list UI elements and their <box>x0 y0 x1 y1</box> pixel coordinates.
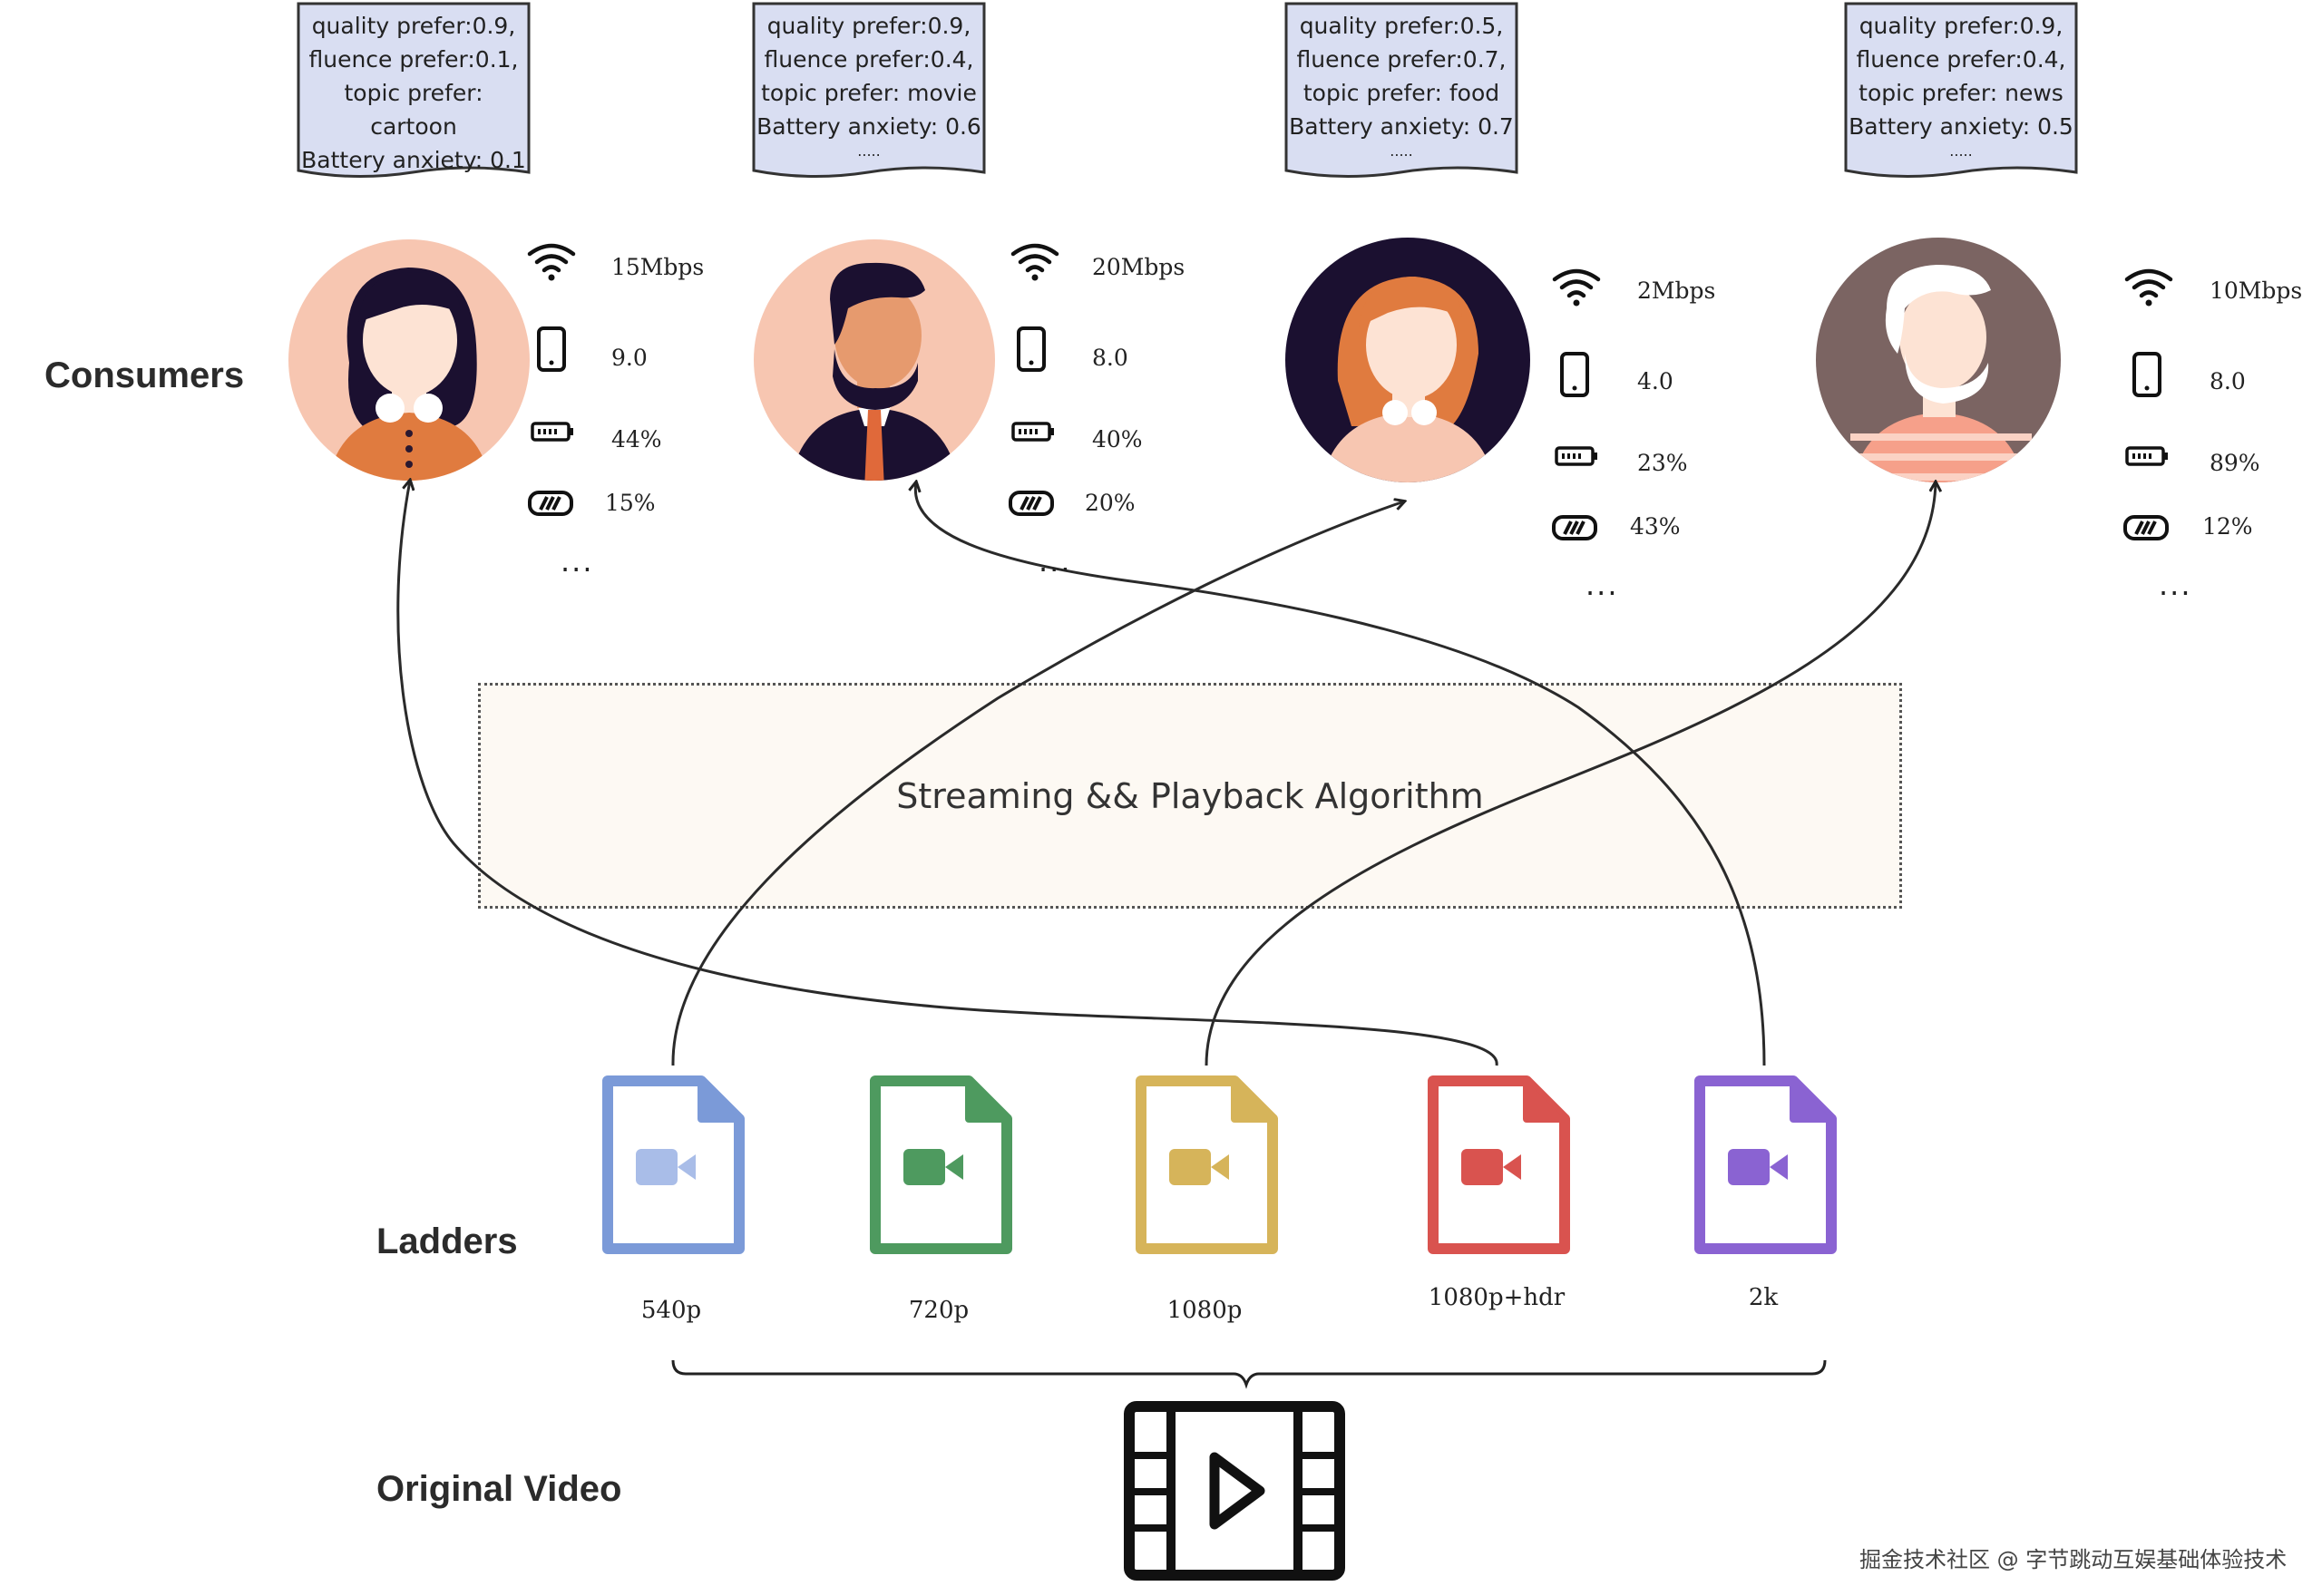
device-score-value: 8.0 <box>1092 345 1128 371</box>
arrow-540p-to-consumer-3 <box>671 501 1404 1066</box>
pref-line: ..... <box>857 142 881 160</box>
pref-line: topic prefer: <box>344 80 483 106</box>
more-ellipsis: ... <box>1039 544 1072 579</box>
battery-value: 44% <box>611 426 662 453</box>
ladder-label-1080p-hdr: 1080p+hdr <box>1428 1284 1566 1311</box>
routing-arrows <box>396 481 1936 1066</box>
avatar-consumer-1 <box>288 239 530 481</box>
device-score-value: 8.0 <box>2210 368 2246 394</box>
pref-line: Battery anxiety: 0.5 <box>1849 113 2073 140</box>
avatar-consumer-4 <box>1816 238 2061 482</box>
more-ellipsis: ... <box>1585 568 1619 602</box>
pref-line: fluence prefer:0.4, <box>1856 46 2066 73</box>
pref-line: fluence prefer:0.1, <box>308 46 519 73</box>
pref-line: quality prefer:0.9, <box>311 13 516 39</box>
pref-line: cartoon <box>370 113 457 140</box>
device-score-value: 4.0 <box>1637 368 1673 394</box>
battery-icon <box>1555 446 1599 466</box>
pref-line: Battery anxiety: 0.1 <box>301 147 526 173</box>
ladders-brace <box>671 1359 1827 1389</box>
pref-line: quality prefer:0.5, <box>1299 13 1504 39</box>
more-ellipsis: ... <box>561 544 594 579</box>
ladder-label-1080p: 1080p <box>1166 1297 1243 1324</box>
pref-line: Battery anxiety: 0.7 <box>1289 113 1514 140</box>
battery-value: 89% <box>2210 450 2260 476</box>
battery-icon <box>2125 446 2170 466</box>
cpu-icon <box>1009 491 1054 516</box>
phone-icon <box>537 326 566 372</box>
cpu-icon <box>528 491 573 516</box>
pref-line: quality prefer:0.9, <box>1859 13 2063 39</box>
phone-icon <box>1560 352 1589 397</box>
section-label-consumers: Consumers <box>44 355 245 395</box>
video-file-icon <box>1136 1075 1278 1254</box>
section-label-ladders: Ladders <box>376 1221 518 1261</box>
film-play-icon <box>1124 1401 1345 1581</box>
preference-note-consumer-4: quality prefer:0.9, fluence prefer:0.4, … <box>1844 2 2078 179</box>
device-score-value: 9.0 <box>611 345 648 371</box>
bandwidth-value: 10Mbps <box>2210 277 2303 304</box>
preference-note-consumer-1: quality prefer:0.9, fluence prefer:0.1, … <box>297 2 531 179</box>
battery-icon <box>531 422 575 442</box>
video-file-icon <box>1694 1075 1837 1254</box>
battery-value: 40% <box>1092 426 1143 453</box>
pref-line: topic prefer: food <box>1302 80 1500 106</box>
cpu-icon <box>2123 515 2169 540</box>
algorithm-label: Streaming && Playback Algorithm <box>896 775 1484 816</box>
phone-icon <box>1017 326 1046 372</box>
avatar-consumer-3 <box>1285 238 1530 482</box>
cpu-value: 43% <box>1630 513 1681 540</box>
avatar-consumer-2 <box>754 239 995 481</box>
ladder-label-2k: 2k <box>1748 1284 1779 1311</box>
pref-line: topic prefer: news <box>1859 80 2063 106</box>
arrow-1080p-to-consumer-4 <box>1205 482 1936 1066</box>
pref-line: topic prefer: movie <box>761 80 977 106</box>
section-label-original-video: Original Video <box>376 1469 622 1509</box>
bandwidth-value: 2Mbps <box>1637 277 1716 304</box>
arrow-2k-to-consumer-2 <box>915 482 1766 1066</box>
pref-line: fluence prefer:0.4, <box>764 46 974 73</box>
cpu-value: 15% <box>605 490 656 516</box>
wifi-icon <box>1013 246 1057 281</box>
wifi-icon <box>1555 271 1598 307</box>
pref-line: quality prefer:0.9, <box>766 13 971 39</box>
arrow-hdr-to-consumer-1 <box>396 481 1498 1066</box>
bandwidth-value: 20Mbps <box>1092 254 1185 280</box>
battery-value: 23% <box>1637 450 1688 476</box>
cpu-value: 12% <box>2202 513 2253 540</box>
wifi-icon <box>2127 271 2171 307</box>
cpu-value: 20% <box>1085 490 1136 516</box>
video-file-icon <box>602 1075 745 1254</box>
algorithm-box: Streaming && Playback Algorithm <box>478 683 1902 909</box>
wifi-icon <box>530 246 573 281</box>
more-ellipsis: ... <box>2159 568 2192 602</box>
cpu-icon <box>1552 515 1597 540</box>
preference-note-consumer-2: quality prefer:0.9, fluence prefer:0.4, … <box>752 2 986 179</box>
pref-line: Battery anxiety: 0.6 <box>756 113 981 140</box>
video-file-icon <box>870 1075 1012 1254</box>
phone-icon <box>2132 352 2161 397</box>
bandwidth-value: 15Mbps <box>611 254 705 280</box>
video-file-icon <box>1428 1075 1570 1254</box>
preference-note-consumer-3: quality prefer:0.5, fluence prefer:0.7, … <box>1284 2 1518 179</box>
pref-line: fluence prefer:0.7, <box>1296 46 1507 73</box>
watermark: 掘金技术社区 @ 字节跳动互娱基础体验技术 <box>1859 1547 2288 1572</box>
ladder-label-720p: 720p <box>908 1297 970 1324</box>
pref-line: ..... <box>1949 142 1973 160</box>
pref-line: ..... <box>1390 142 1413 160</box>
battery-icon <box>1011 422 1056 442</box>
ladder-label-540p: 540p <box>640 1297 702 1324</box>
